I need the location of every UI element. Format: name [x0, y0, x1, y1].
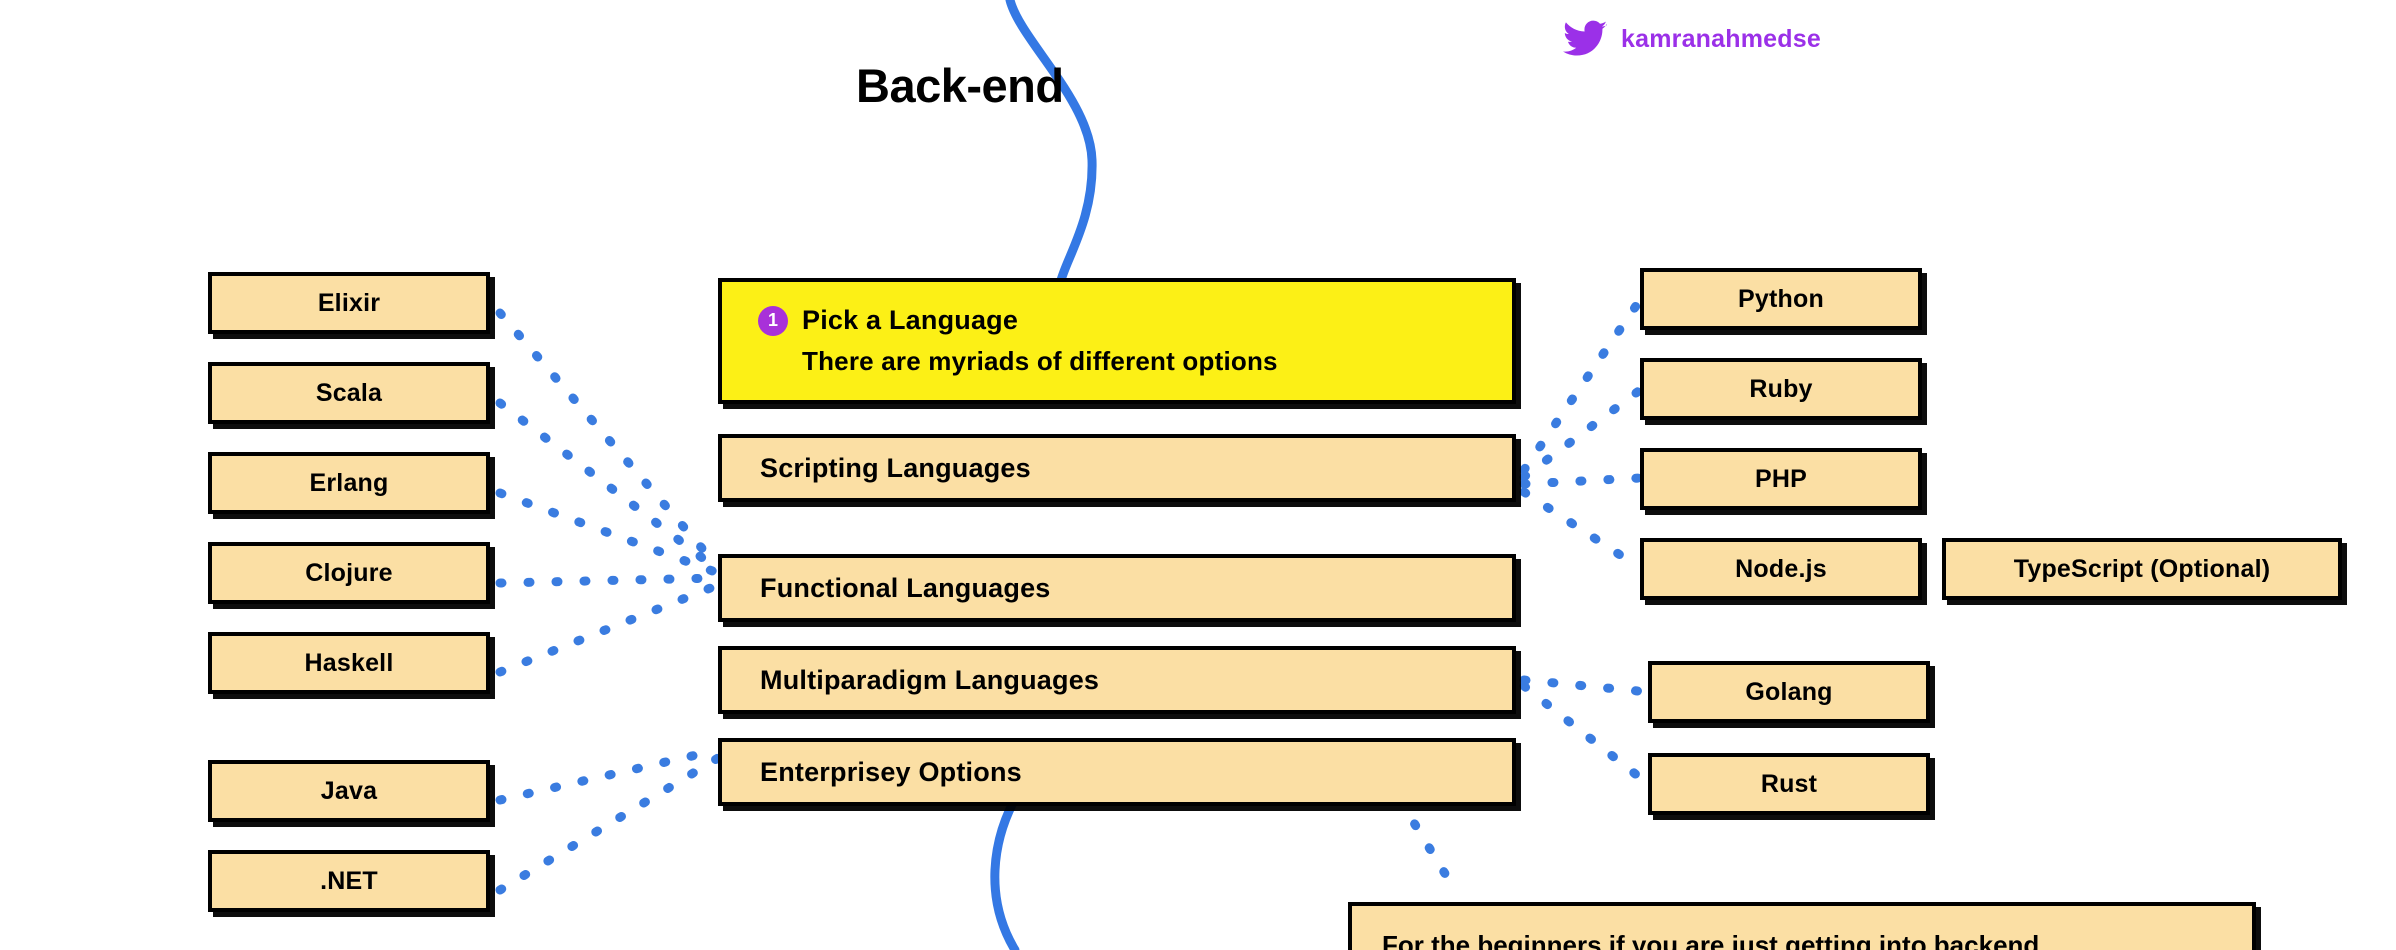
page-title: Back-end — [856, 59, 1064, 112]
node-pick-a-language[interactable]: 1 Pick a Language There are myriads of d… — [718, 278, 1516, 404]
node-elixir[interactable]: Elixir — [208, 272, 490, 334]
node-dotnet[interactable]: .NET — [208, 850, 490, 912]
node-scripting-languages[interactable]: Scripting Languages — [718, 434, 1516, 502]
node-label: Enterprisey Options — [760, 756, 1022, 787]
node-ruby[interactable]: Ruby — [1640, 358, 1922, 420]
twitter-handle: kamranahmedse — [1621, 24, 1821, 53]
link-java — [495, 745, 723, 805]
node-label: Golang — [1745, 677, 1833, 706]
link-golang — [1519, 675, 1653, 697]
link-php — [1519, 473, 1645, 489]
node-label: Functional Languages — [760, 572, 1051, 603]
spine-top — [1005, 0, 1097, 289]
node-label: Rust — [1760, 769, 1818, 798]
node-label: Elixir — [317, 288, 381, 317]
node-label: Scala — [315, 378, 383, 407]
node-rust[interactable]: Rust — [1648, 753, 1930, 815]
link-erlang — [495, 488, 723, 578]
node-clojure[interactable]: Clojure — [208, 542, 490, 604]
node-label: Erlang — [309, 468, 389, 497]
node-functional-languages[interactable]: Functional Languages — [718, 554, 1516, 622]
node-label: .NET — [320, 866, 378, 895]
link-rust — [1519, 681, 1653, 789]
node-nodejs[interactable]: Node.js — [1640, 538, 1922, 600]
link-elixir — [495, 308, 723, 572]
step-badge: 1 — [758, 305, 788, 336]
node-golang[interactable]: Golang — [1648, 661, 1930, 723]
node-multiparadigm-languages[interactable]: Multiparadigm Languages — [718, 646, 1516, 714]
node-java[interactable]: Java — [208, 760, 490, 822]
node-erlang[interactable]: Erlang — [208, 452, 490, 514]
node-label: Python — [1738, 284, 1824, 313]
node-label: Scripting Languages — [760, 452, 1031, 483]
node-label: PHP — [1754, 464, 1807, 493]
node-scala[interactable]: Scala — [208, 362, 490, 424]
node-label: Node.js — [1735, 554, 1827, 583]
node-beginner-note[interactable]: For the beginners if you are just gettin… — [1348, 902, 2256, 950]
link-scala — [495, 398, 723, 575]
node-label: TypeScript (Optional) — [2013, 554, 2271, 583]
node-haskell[interactable]: Haskell — [208, 632, 490, 694]
node-title: Pick a Language — [802, 305, 1019, 335]
link-ruby — [1519, 385, 1645, 482]
twitter-bird-icon — [1563, 20, 1607, 58]
node-php[interactable]: PHP — [1640, 448, 1922, 510]
twitter-credit[interactable]: kamranahmedse — [1563, 20, 1821, 58]
link-nodejs — [1519, 487, 1645, 573]
node-label: Multiparadigm Languages — [760, 664, 1100, 695]
node-enterprisey-options[interactable]: Enterprisey Options — [718, 738, 1516, 806]
primary-title-row: 1 Pick a Language — [758, 305, 1018, 336]
node-label: Haskell — [304, 648, 394, 677]
node-label: Clojure — [305, 558, 393, 587]
link-dotnet — [495, 753, 723, 895]
node-python[interactable]: Python — [1640, 268, 1922, 330]
node-typescript-optional[interactable]: TypeScript (Optional) — [1942, 538, 2342, 600]
note-text: For the beginners if you are just gettin… — [1382, 930, 2040, 950]
spine-bottom — [990, 785, 1025, 950]
link-python — [1519, 295, 1645, 475]
node-label: Ruby — [1749, 374, 1813, 403]
link-note — [1395, 795, 1460, 895]
node-label: Java — [320, 776, 378, 805]
node-subtitle: There are myriads of different options — [802, 346, 1278, 376]
link-clojure — [495, 573, 723, 588]
link-haskell — [495, 580, 723, 677]
